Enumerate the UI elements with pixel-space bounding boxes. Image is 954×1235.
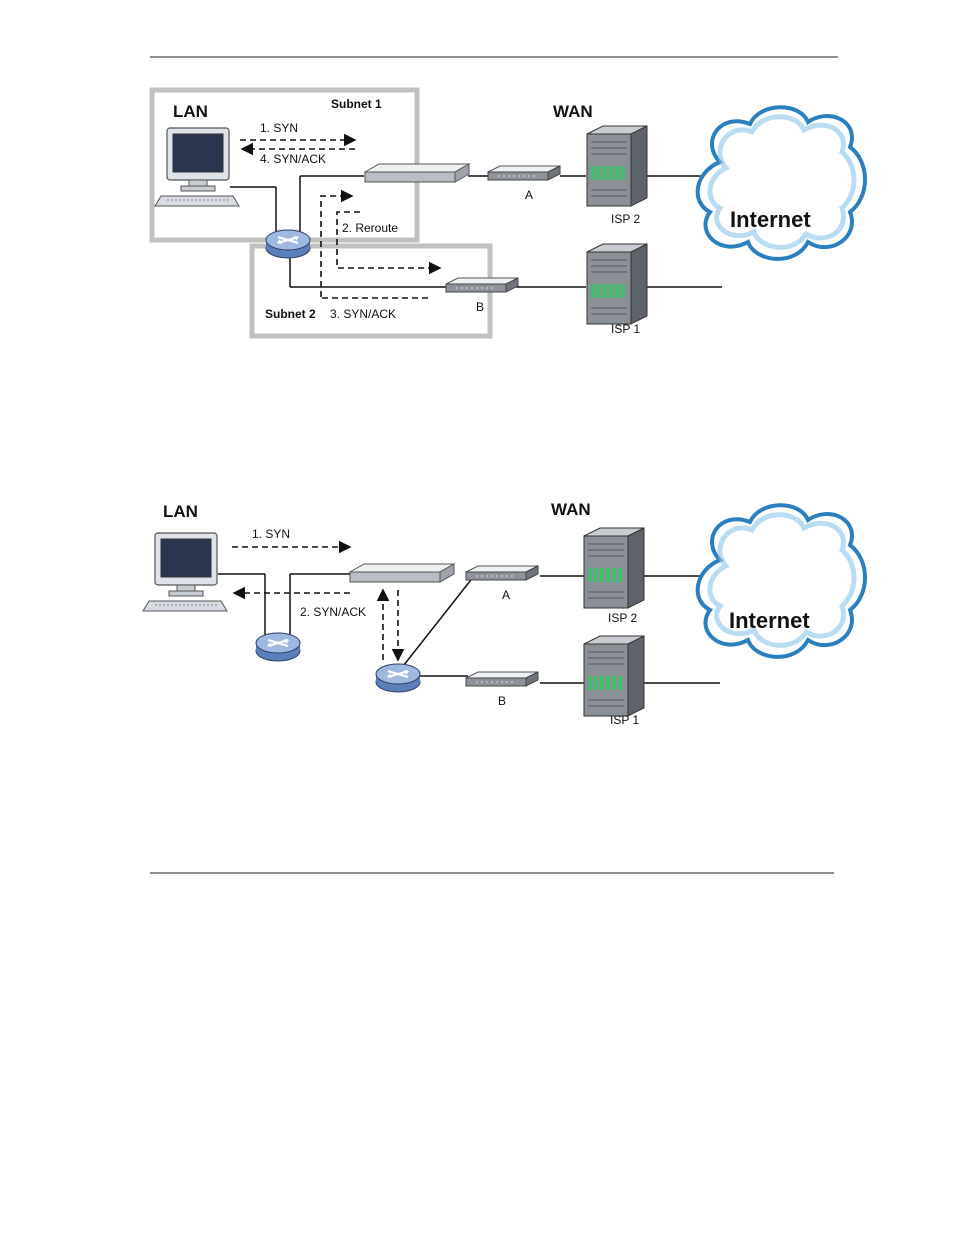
modem-a-label: A <box>525 188 533 202</box>
router-icon-bottom-left <box>256 633 300 661</box>
modem-b-label-bottom: B <box>498 694 506 708</box>
step2-label: 2. Reroute <box>342 221 398 235</box>
isp2-label: ISP 2 <box>611 212 640 226</box>
cables-bottom <box>218 574 720 683</box>
internet-label: Internet <box>730 207 811 232</box>
subnet1-label: Subnet 1 <box>331 97 382 111</box>
lan-computer-icon-bottom <box>143 533 227 611</box>
isp1-server-icon <box>587 244 647 324</box>
subnet2-label: Subnet 2 <box>265 307 316 321</box>
modem-a-label-bottom: A <box>502 588 510 602</box>
cables <box>230 176 722 287</box>
lan-label-bottom: LAN <box>163 502 198 521</box>
router-icon-bottom-right <box>376 664 420 692</box>
wan-label: WAN <box>553 102 593 121</box>
diagram-bottom: LAN WAN 1. SYN 2. SY <box>143 500 865 727</box>
modem-a-icon <box>488 166 560 180</box>
diagram-top: LAN Subnet 1 Subnet 2 WAN <box>152 90 865 336</box>
step2-label-bottom: 2. SYN/ACK <box>300 605 366 619</box>
zywall-device-icon-bottom <box>350 564 454 582</box>
modem-b-icon-bottom <box>466 672 538 686</box>
step4-label: 4. SYN/ACK <box>260 152 326 166</box>
internet-cloud-icon <box>698 107 865 259</box>
internet-label-bottom: Internet <box>729 608 810 633</box>
isp1-label-bottom: ISP 1 <box>610 713 639 727</box>
wan-label-bottom: WAN <box>551 500 591 519</box>
lan-computer-icon <box>155 128 239 206</box>
isp2-label-bottom: ISP 2 <box>608 611 637 625</box>
isp1-server-icon-bottom <box>584 636 644 716</box>
modem-a-icon-bottom <box>466 566 538 580</box>
internet-cloud-icon-bottom <box>698 505 865 657</box>
lan-label: LAN <box>173 102 208 121</box>
step1-label-bottom: 1. SYN <box>252 527 290 541</box>
modem-b-icon <box>446 278 518 292</box>
zywall-device-icon <box>365 164 469 182</box>
isp1-label: ISP 1 <box>611 322 640 336</box>
isp2-server-icon <box>587 126 647 206</box>
isp2-server-icon-bottom <box>584 528 644 608</box>
step3-label: 3. SYN/ACK <box>330 307 396 321</box>
step1-label: 1. SYN <box>260 121 298 135</box>
modem-b-label: B <box>476 300 484 314</box>
router-icon <box>266 230 310 258</box>
